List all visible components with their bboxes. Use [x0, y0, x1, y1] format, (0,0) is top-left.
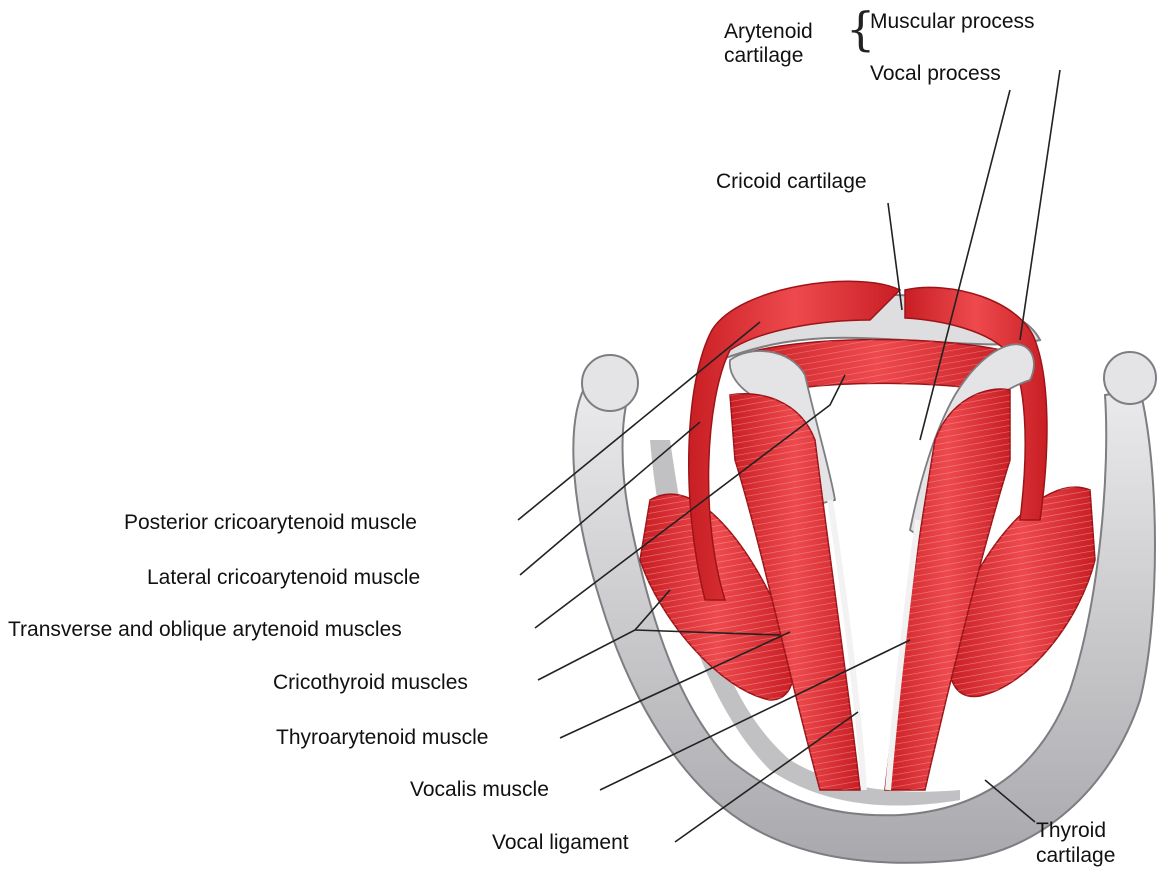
leader-posterior-ca: [518, 322, 760, 520]
label-lateral-cricoarytenoid: Lateral cricoarytenoid muscle: [147, 566, 420, 590]
label-vocal-process: Vocal process: [870, 62, 1001, 86]
label-thyroid-cartilage: Thyroid cartilage: [1036, 818, 1115, 868]
label-vocalis: Vocalis muscle: [410, 778, 549, 802]
label-cricothyroid: Cricothyroid muscles: [273, 671, 468, 695]
leader-muscular-process: [1020, 70, 1060, 340]
label-posterior-cricoarytenoid: Posterior cricoarytenoid muscle: [124, 511, 417, 535]
label-vocal-ligament: Vocal ligament: [492, 831, 629, 855]
label-transverse-oblique-arytenoid: Transverse and oblique arytenoid muscles: [8, 618, 402, 642]
label-muscular-process: Muscular process: [870, 10, 1035, 34]
label-arytenoid-cartilage: Arytenoid cartilage: [724, 20, 813, 68]
label-thyroarytenoid: Thyroarytenoid muscle: [276, 726, 488, 750]
label-cricoid-cartilage: Cricoid cartilage: [716, 170, 867, 194]
